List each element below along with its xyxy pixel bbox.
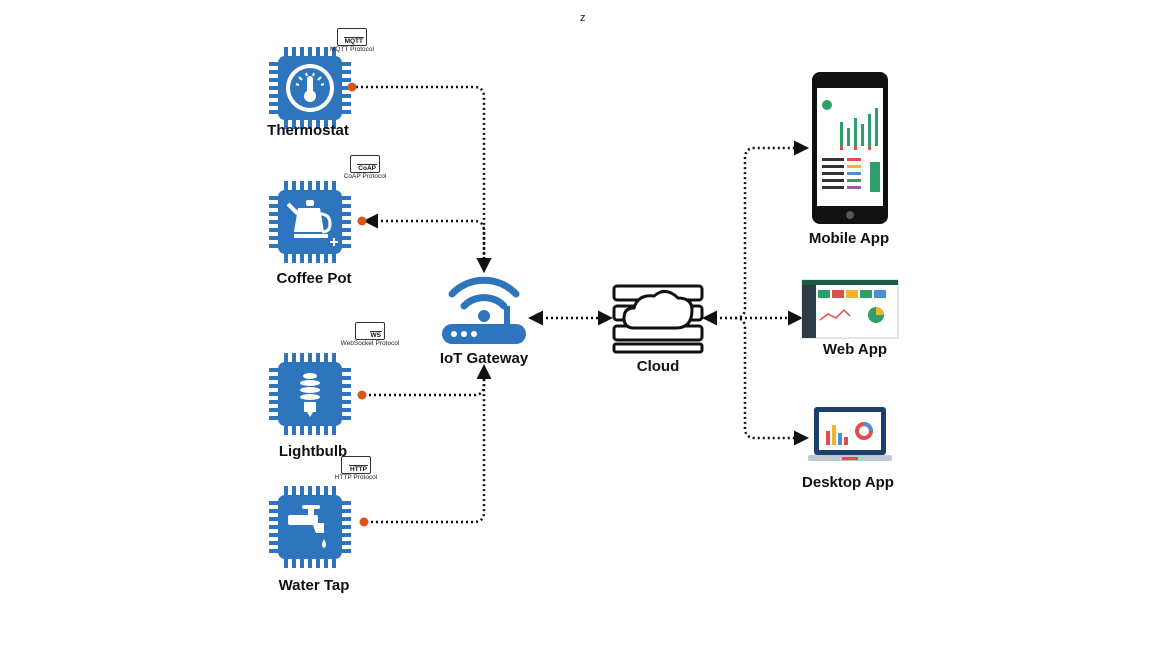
web-dashboard-icon — [801, 279, 899, 339]
protocol-tag-websocket: WS WebSocket Protocol — [340, 322, 400, 348]
connector-thermostat-gateway — [356, 85, 492, 273]
connector-coffee-gateway — [363, 213, 492, 273]
protocol-tag-box: WS — [355, 322, 385, 340]
protocol-tag-box: CoAP — [350, 155, 380, 173]
app-label-mobile: Mobile App — [808, 230, 890, 247]
device-label-coffee-pot: Coffee Pot — [276, 270, 352, 287]
connector-watertap-gateway — [366, 367, 486, 524]
faucet-chip-icon — [269, 486, 351, 568]
protocol-tag-box: MQTT — [337, 28, 367, 46]
device-label-water-tap: Water Tap — [278, 577, 350, 594]
cloud-label: Cloud — [636, 358, 680, 375]
coffee-port-dot — [357, 216, 367, 226]
connector-cloud-desktop — [734, 316, 809, 446]
lightbulb-port-dot — [357, 390, 367, 400]
gateway-label: IoT Gateway — [439, 350, 529, 367]
protocol-tag-box: HTTP — [341, 456, 371, 474]
kettle-chip-icon — [269, 181, 351, 263]
smartphone-dashboard-icon — [812, 72, 888, 224]
laptop-dashboard-icon — [808, 407, 892, 461]
watertap-port-dot — [359, 517, 369, 527]
protocol-tag-http: HTTP HTTP Protocol — [326, 456, 386, 482]
app-label-web: Web App — [822, 341, 888, 358]
thermometer-chip-icon — [269, 47, 351, 129]
wifi-router-icon — [442, 276, 526, 344]
app-label-desktop: Desktop App — [802, 474, 894, 491]
connector-cloud-mobile — [734, 140, 809, 320]
cloud-server-icon — [612, 284, 704, 354]
connector-lightbulb-gateway — [364, 364, 492, 397]
protocol-tag-coap: CoAP CoAP Protocol — [335, 155, 395, 181]
device-label-thermostat: Thermostat — [267, 122, 349, 139]
device-label-lightbulb: Lightbulb — [278, 443, 348, 460]
thermostat-port-dot — [347, 82, 357, 92]
top-mark: z — [580, 12, 586, 24]
connector-lines — [356, 85, 809, 524]
lightbulb-chip-icon — [269, 353, 351, 435]
protocol-tag-mqtt: MQTT MQTT Protocol — [322, 28, 382, 54]
